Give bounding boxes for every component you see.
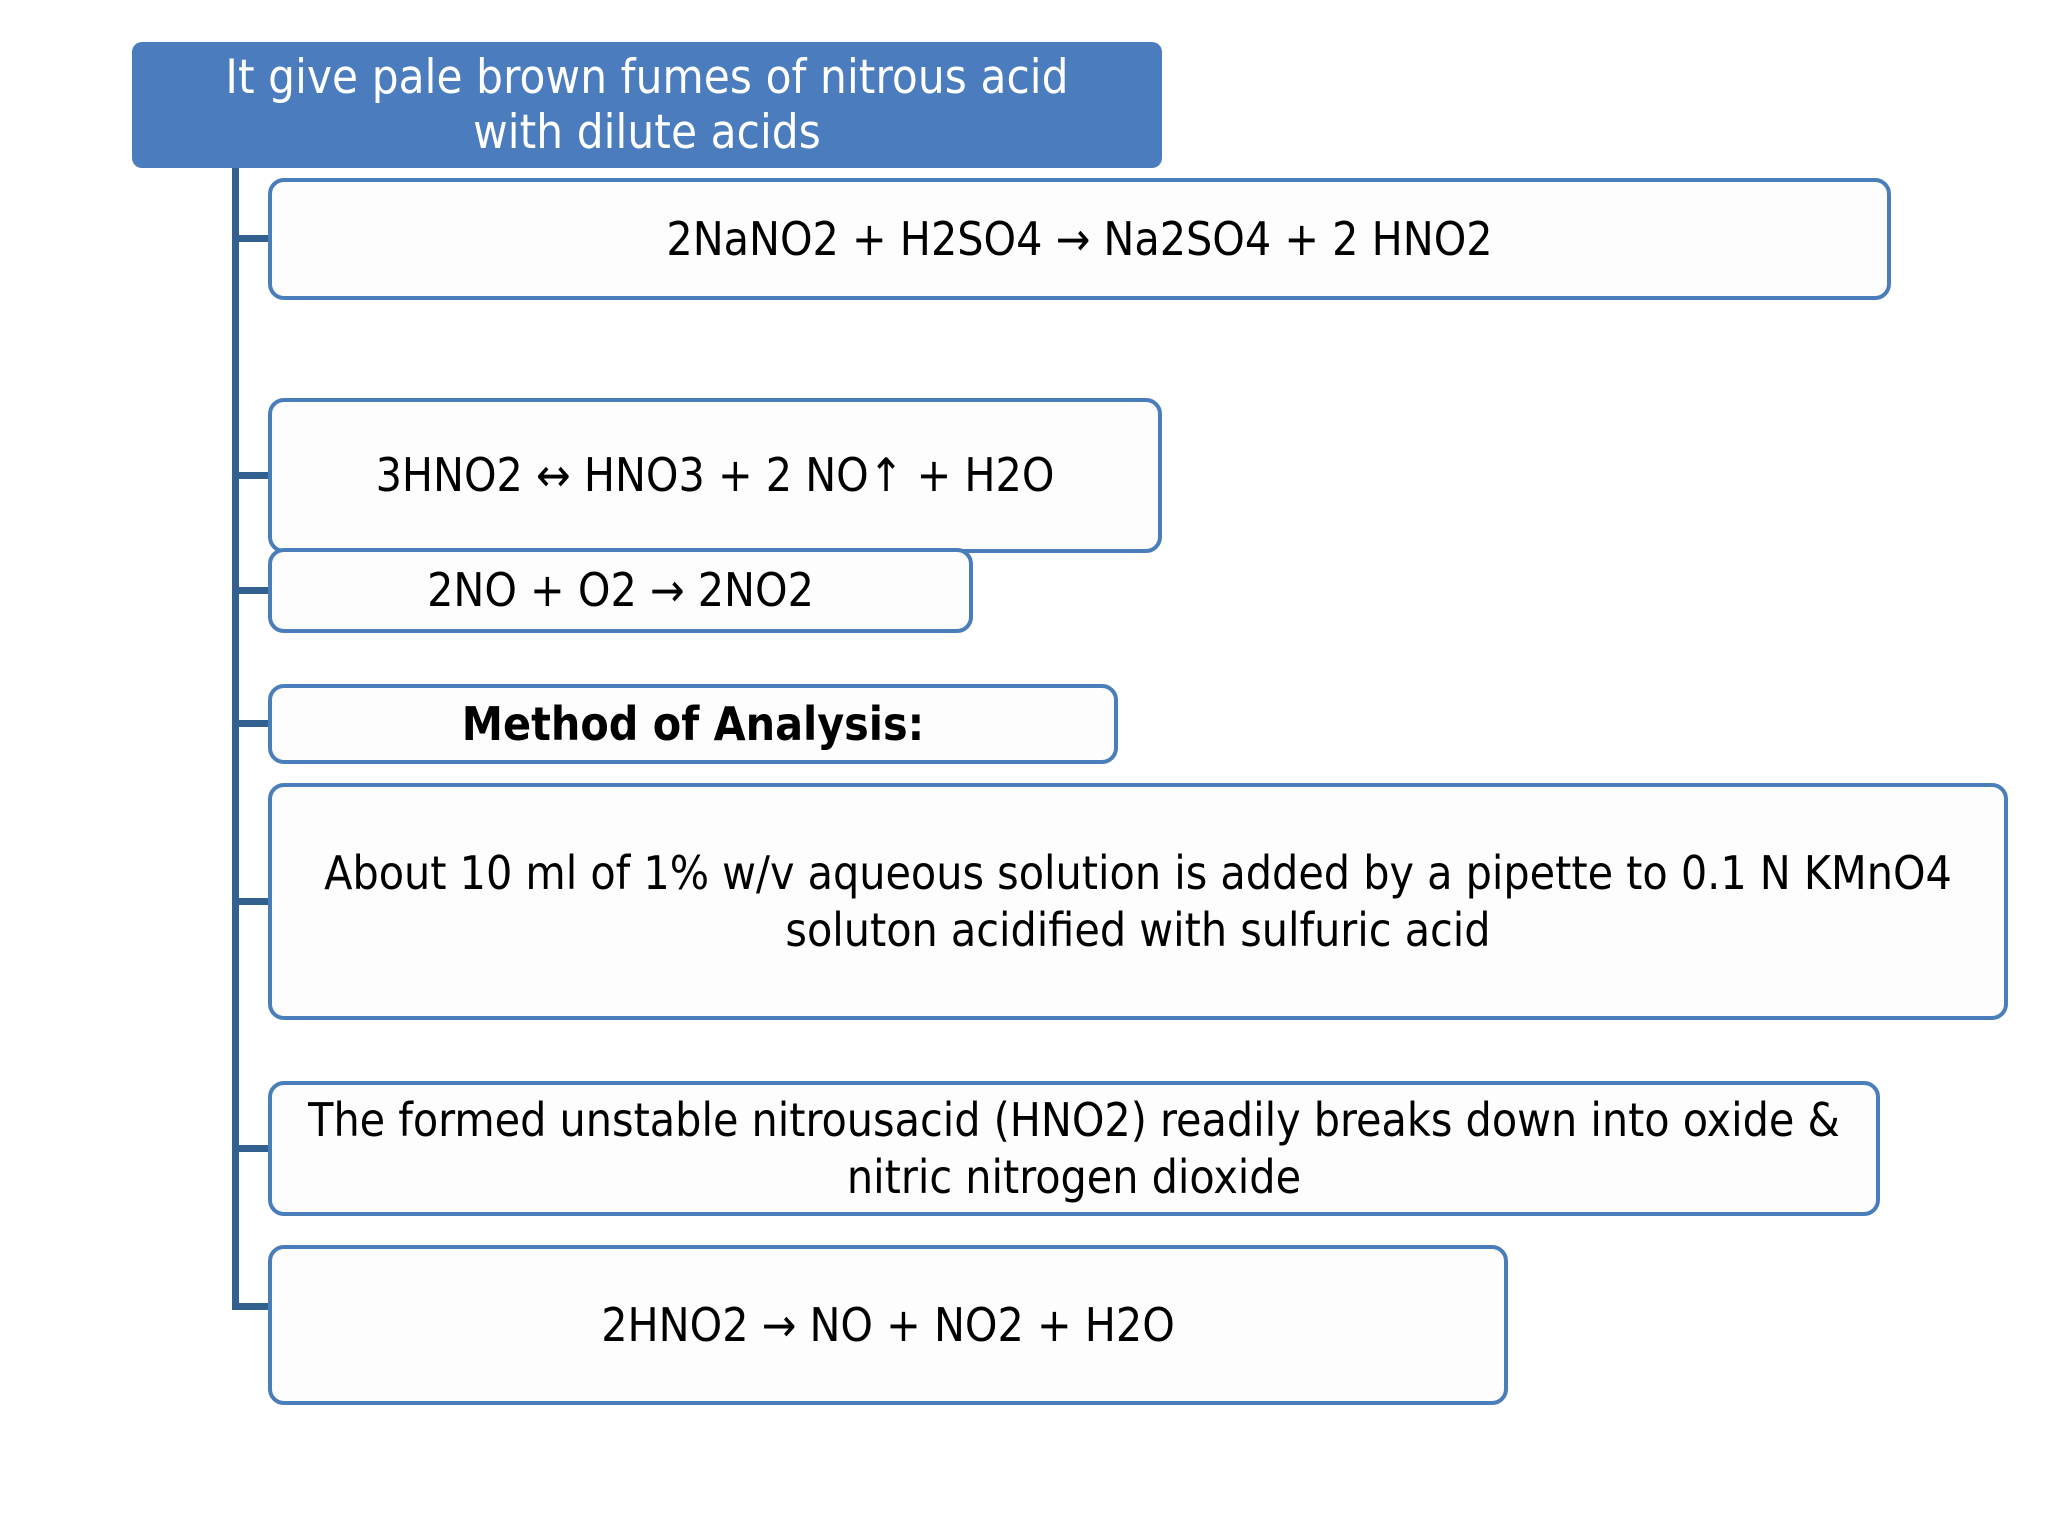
heading-box-method-of-analysis: Method of Analysis: <box>268 684 1118 764</box>
paragraph-box-breakdown-products: The formed unstable nitrousacid (HNO2) r… <box>268 1081 1880 1216</box>
connector-stub-para1 <box>232 898 274 905</box>
paragraph-box-procedure: About 10 ml of 1% w/v aqueous solution i… <box>268 783 2008 1020</box>
equation-box-hno2-decomposition: 3HNO2 ↔ HNO3 + 2 NO↑ + H2O <box>268 398 1162 553</box>
equation-box-no-oxidation: 2NO + O2 → 2NO2 <box>268 548 973 633</box>
connector-stub-eq1 <box>232 235 274 242</box>
connector-stub-eq2 <box>232 472 274 479</box>
connector-stub-eq4 <box>232 1303 274 1310</box>
connector-stub-method <box>232 720 274 727</box>
connector-trunk-line <box>232 168 239 1310</box>
connector-stub-eq3 <box>232 587 274 594</box>
equation-box-sodium-nitrite-sulfuric-acid: 2NaNO2 + H2SO4 → Na2SO4 + 2 HNO2 <box>268 178 1891 300</box>
connector-stub-para2 <box>232 1145 274 1152</box>
equation-box-hno2-breakdown: 2HNO2 → NO + NO2 + H2O <box>268 1245 1508 1405</box>
header-banner: It give pale brown fumes of nitrous acid… <box>132 42 1162 168</box>
